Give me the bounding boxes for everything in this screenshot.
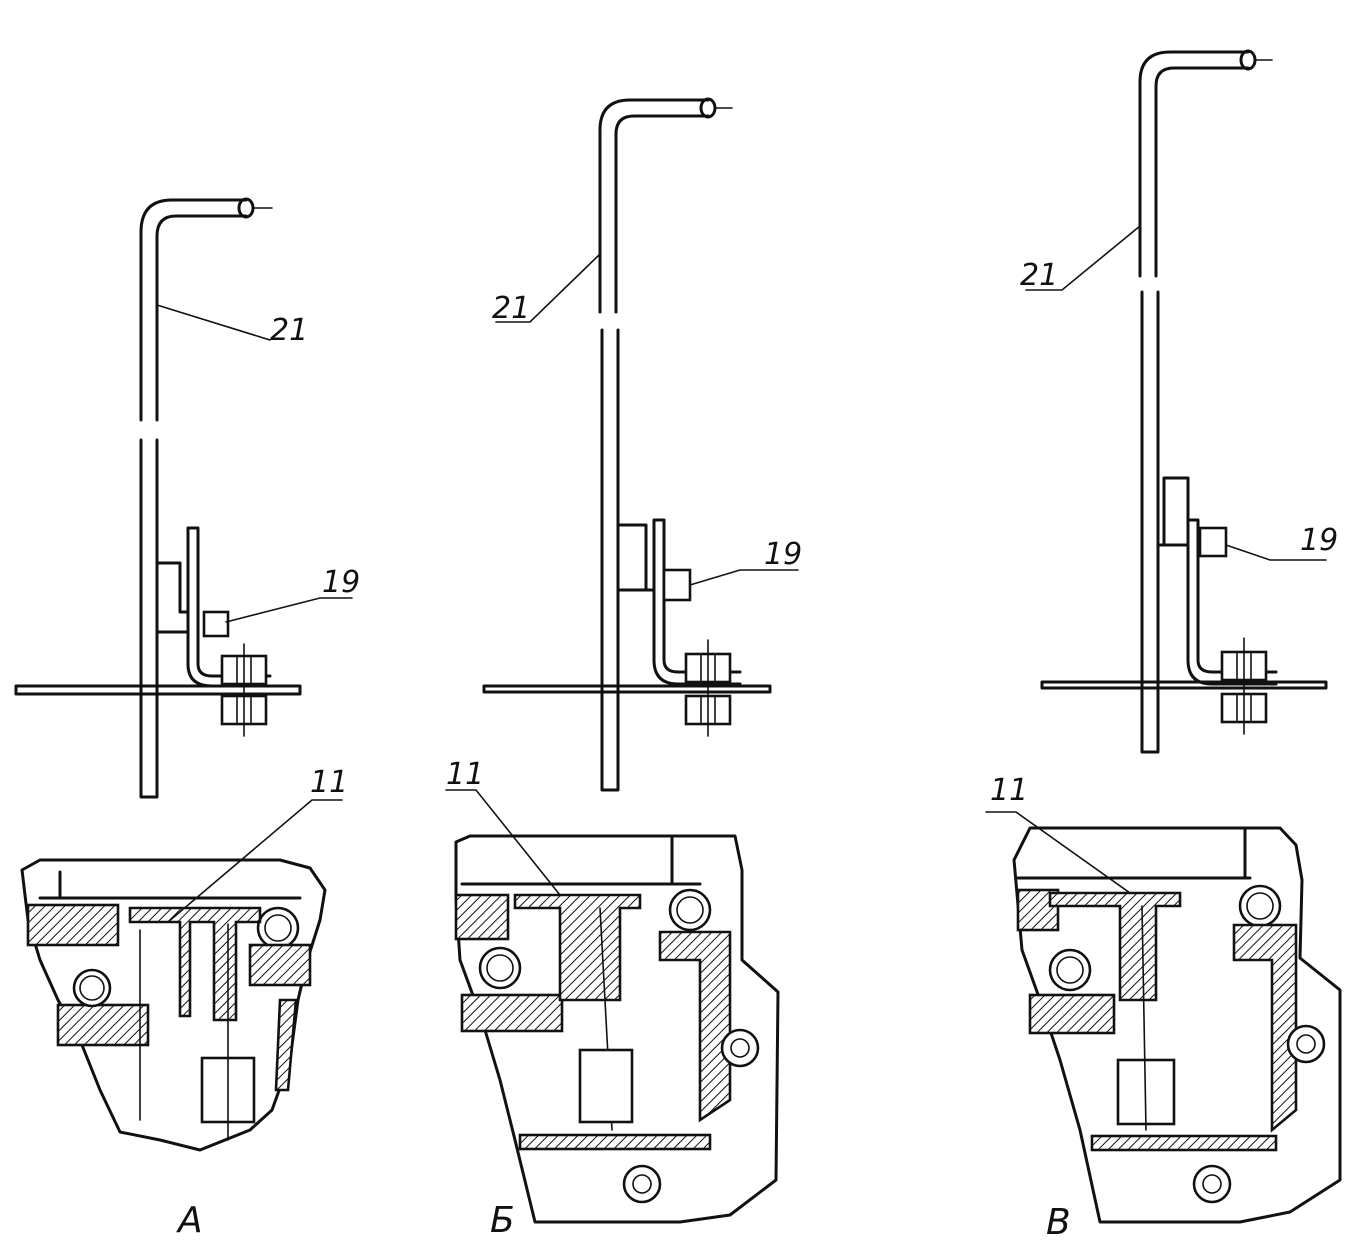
- caption-b: Б: [490, 1200, 515, 1241]
- bracket-b: [616, 518, 742, 686]
- bracket-v: [1158, 476, 1278, 686]
- label-11-b: 11: [446, 757, 484, 792]
- caption-a: А: [176, 1200, 203, 1241]
- caption-v: В: [1046, 1202, 1071, 1243]
- label-21-v: 21: [1020, 258, 1058, 293]
- label-19-a: 19: [322, 565, 360, 600]
- rod-a-end: [237, 197, 255, 219]
- rod-a-upper: [139, 198, 248, 422]
- label-11-a: 11: [310, 765, 348, 800]
- rod-v-lower: [1140, 290, 1160, 754]
- label-21-b: 21: [492, 291, 530, 326]
- plate-a: [14, 684, 302, 696]
- plate-b: [482, 684, 772, 694]
- label-19-b: 19: [764, 537, 802, 572]
- housing-b: [454, 834, 780, 1224]
- view-v: 21 19 11 В: [985, 49, 1342, 1243]
- plate-v: [1040, 680, 1328, 690]
- label-21-a: 21: [270, 313, 308, 348]
- view-b: 21 19 11 Б: [445, 97, 802, 1241]
- rod-a-lower: [139, 438, 159, 799]
- label-11-v: 11: [990, 773, 1028, 808]
- rod-b-end: [699, 97, 717, 119]
- rod-b-upper: [598, 98, 710, 314]
- rod-v-upper: [1138, 50, 1250, 278]
- rod-v-end: [1239, 49, 1257, 71]
- label-19-v: 19: [1300, 523, 1338, 558]
- view-a: 21 19 11 А: [14, 197, 360, 1241]
- rod-b-lower: [600, 328, 620, 792]
